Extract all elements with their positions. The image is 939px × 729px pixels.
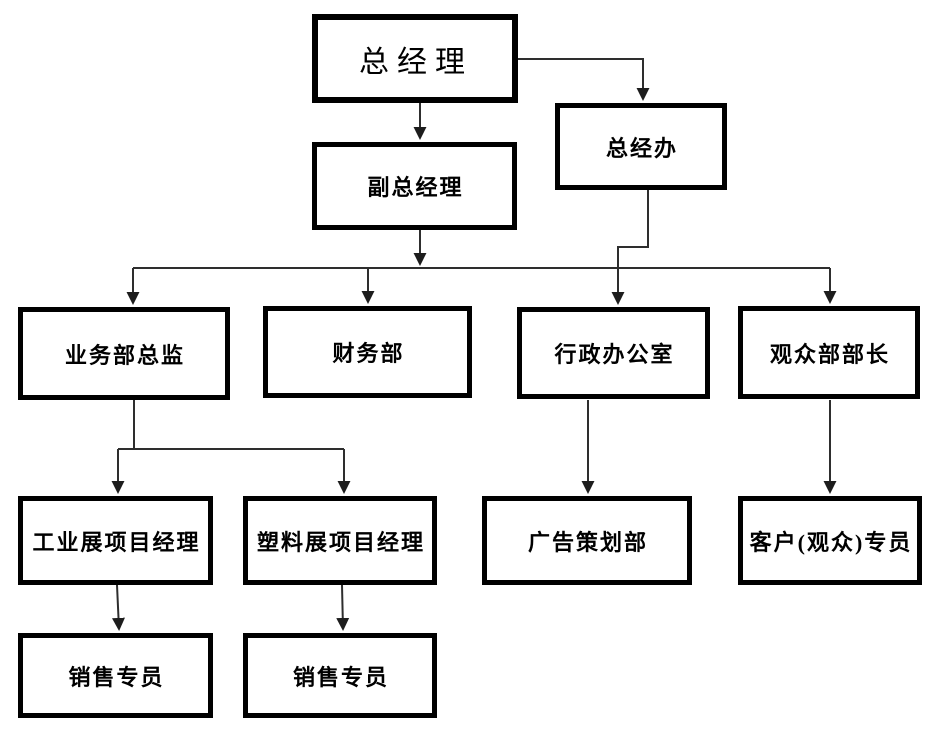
- node-sales-specialist-1: 销售专员: [18, 633, 213, 718]
- node-general-manager: 总经理: [312, 14, 518, 103]
- node-audience-dept-head: 观众部部长: [738, 306, 920, 399]
- node-label: 客户(观众)专员: [749, 529, 913, 555]
- node-label: 销售专员: [68, 664, 165, 690]
- node-admin-office: 行政办公室: [517, 307, 710, 399]
- edge-gm-to-gmo: [518, 58, 650, 101]
- node-plastics-expo-project-manager: 塑料展项目经理: [243, 496, 437, 585]
- node-label: 副总经理: [367, 175, 464, 200]
- node-deputy-general-manager: 副总经理: [312, 142, 517, 230]
- node-label: 观众部部长: [769, 341, 890, 367]
- node-finance-dept: 财务部: [263, 306, 472, 398]
- node-customer-audience-specialist: 客户(观众)专员: [738, 496, 922, 585]
- node-label: 业务部总监: [64, 342, 185, 368]
- node-ad-planning-dept: 广告策划部: [482, 496, 692, 585]
- edge-gmo-to-admin: [611, 190, 649, 305]
- node-sales-specialist-2: 销售专员: [243, 633, 437, 718]
- node-label: 塑料展项目经理: [256, 529, 425, 555]
- node-industrial-expo-project-manager: 工业展项目经理: [18, 496, 213, 585]
- edge-pla-to-sales2: [336, 584, 350, 631]
- edge-ind-to-sales1: [112, 584, 125, 631]
- node-label: 总经办: [605, 135, 678, 161]
- node-label: 销售专员: [292, 664, 389, 690]
- node-general-manager-office: 总经办: [555, 103, 727, 190]
- node-label: 财务部: [332, 341, 405, 366]
- node-label: 工业展项目经理: [32, 529, 201, 555]
- node-label: 行政办公室: [554, 342, 675, 367]
- node-label: 广告策划部: [527, 529, 648, 555]
- node-label: 总经理: [359, 45, 473, 79]
- node-business-dept-director: 业务部总监: [18, 307, 230, 400]
